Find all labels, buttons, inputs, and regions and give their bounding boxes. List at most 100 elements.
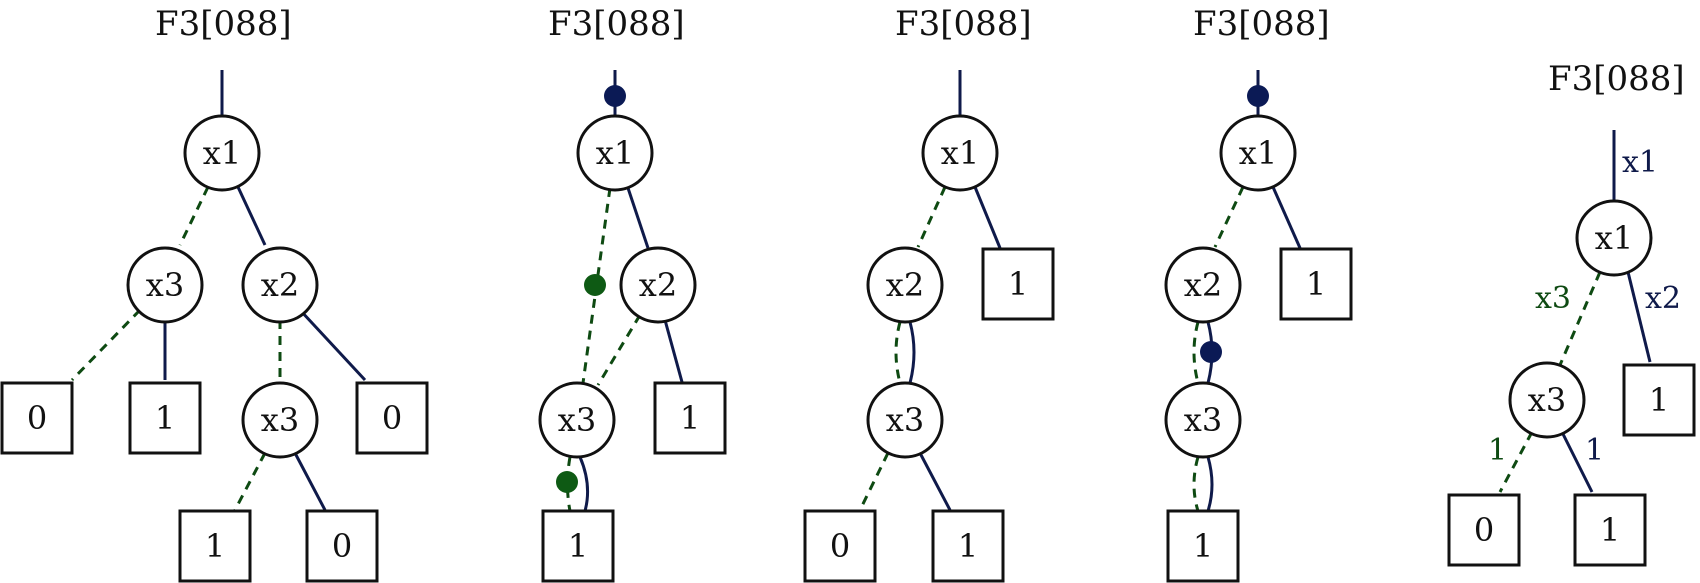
terminal-node: [541, 509, 615, 583]
edge-label: x2: [1645, 281, 1681, 316]
node-label: x3: [1184, 401, 1222, 439]
decision-node: [1219, 114, 1297, 192]
terminal-label: 0: [382, 399, 402, 437]
terminal-label: 1: [1649, 381, 1669, 419]
node-label: x3: [146, 266, 184, 304]
complement-dot: [556, 471, 578, 493]
hi-edge: [578, 456, 590, 512]
terminal-label: 1: [1193, 527, 1213, 565]
lo-edge: [1213, 186, 1245, 248]
diagram-4: F3[088] x1 x2 x3 1 1: [1164, 4, 1353, 583]
complement-dot: [584, 274, 606, 296]
decision-node: [538, 381, 616, 459]
diagram-1-title: F3[088]: [155, 4, 292, 44]
terminal-node: [128, 381, 202, 455]
decision-node: [921, 114, 999, 192]
hi-edge: [298, 308, 367, 382]
decision-node: [241, 246, 319, 324]
terminal-label: 0: [830, 527, 850, 565]
terminal-node: [0, 381, 74, 455]
node-label: x3: [1528, 381, 1566, 419]
terminal-node: [1166, 509, 1240, 583]
terminal-node: [931, 509, 1005, 583]
terminal-node: [305, 509, 379, 583]
decision-node: [183, 114, 261, 192]
lo-edge: [1498, 431, 1534, 493]
hi-edge: [1271, 186, 1302, 249]
lo-edge: [894, 321, 902, 384]
lo-edge: [1192, 456, 1200, 512]
complement-dot: [604, 85, 626, 107]
terminal-label: 1: [1600, 511, 1620, 549]
hi-edge: [908, 321, 916, 384]
lo-edge: [916, 186, 947, 248]
diagram-1: F3[088] x1 x3 x2 x3 0 1 0 1 0: [0, 4, 429, 583]
complement-dot: [1247, 85, 1269, 107]
hi-edge: [1560, 431, 1594, 493]
terminal-label: 1: [1306, 265, 1326, 303]
terminal-node: [355, 381, 429, 455]
node-label: x2: [1184, 266, 1222, 304]
terminal-label: 1: [1008, 265, 1028, 303]
lo-edge: [233, 452, 267, 511]
diagram-4-title: F3[088]: [1193, 4, 1330, 44]
decision-node: [576, 114, 654, 192]
node-label: x1: [941, 134, 979, 172]
lo-edge: [858, 452, 890, 511]
decision-node: [866, 246, 944, 324]
node-label: x1: [203, 134, 241, 172]
hi-edge: [236, 186, 267, 246]
terminal-label: 1: [155, 399, 175, 437]
terminal-label: 1: [568, 527, 588, 565]
terminal-label: 1: [958, 527, 978, 565]
node-label: x3: [261, 401, 299, 439]
terminal-node: [1279, 247, 1353, 321]
edge-label: 1: [1488, 433, 1507, 468]
terminal-label: 0: [27, 399, 47, 437]
node-label: x1: [1239, 134, 1277, 172]
diagram-2-title: F3[088]: [548, 4, 685, 44]
diagram-5: F3[088] x1 x3 x2 1 1 x1 x3 1 0 1: [1447, 59, 1696, 567]
terminal-label: 0: [332, 527, 352, 565]
lo-edge: [1192, 321, 1200, 384]
decision-node: [1164, 246, 1242, 324]
hi-edge: [1626, 271, 1652, 363]
hi-edge: [663, 319, 684, 383]
terminal-node: [653, 381, 727, 455]
hi-edge: [973, 186, 1002, 249]
hi-edge: [918, 452, 952, 511]
lo-edge: [1558, 271, 1602, 366]
decision-node: [1164, 381, 1242, 459]
node-label: x3: [886, 401, 924, 439]
lo-edge: [70, 308, 142, 382]
node-label: x1: [1595, 219, 1633, 257]
diagram-3-title: F3[088]: [895, 4, 1032, 44]
edge-label: x1: [1622, 145, 1658, 180]
decision-node: [619, 246, 697, 324]
edge-label: 1: [1585, 433, 1604, 468]
decision-node: [1508, 361, 1586, 439]
hi-edge: [626, 187, 650, 249]
terminal-node: [1622, 363, 1696, 437]
node-label: x3: [558, 401, 596, 439]
node-label: x2: [639, 266, 677, 304]
diagram-3: F3[088] x1 x2 x3 1 0 1: [803, 4, 1055, 583]
decision-node: [241, 381, 319, 459]
lo-edge: [566, 456, 572, 512]
terminal-node: [803, 509, 877, 583]
node-label: x2: [261, 266, 299, 304]
node-label: x2: [886, 266, 924, 304]
hi-edge: [1206, 456, 1214, 512]
node-label: x1: [596, 134, 634, 172]
terminal-label: 0: [1474, 511, 1494, 549]
edge-label: x3: [1535, 281, 1571, 316]
terminal-node: [178, 509, 252, 583]
terminal-label: 1: [680, 399, 700, 437]
lo-edge: [178, 186, 210, 246]
hi-edge: [293, 452, 327, 511]
lo-edge: [596, 314, 642, 386]
decision-node: [1575, 199, 1653, 277]
diagram-5-title: F3[088]: [1548, 59, 1685, 99]
decision-node: [126, 246, 204, 324]
